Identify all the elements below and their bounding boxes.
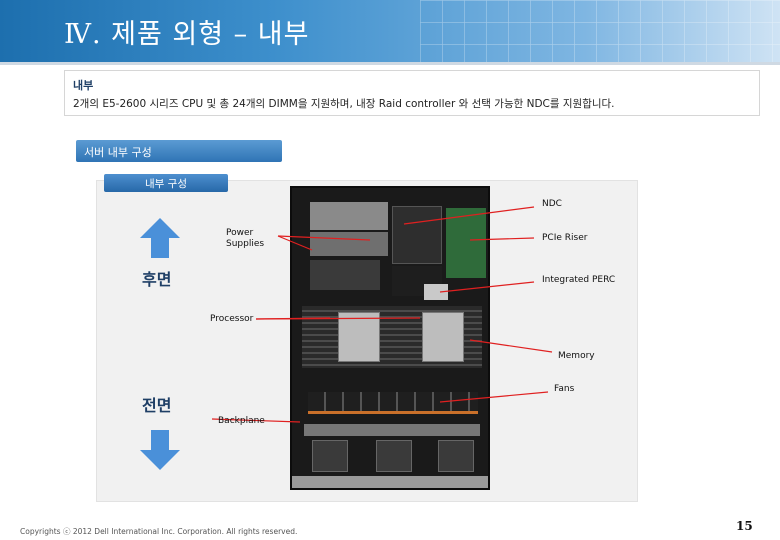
callout-power-supplies-line2: Supplies [226,239,265,249]
power-supply-2 [310,232,388,256]
drive-bay-3 [438,440,474,472]
callout-integrated-perc: Integrated PERC [542,275,616,285]
callout-ndc: NDC [542,199,562,209]
description-heading: 내부 [73,79,94,92]
callout-backplane: Backplane [218,416,265,426]
panel-tab: 내부 구성 [104,174,228,192]
psu-bay [310,260,380,290]
processor-2-heatsink [422,312,464,362]
page-number: 15 [736,519,753,533]
arrow-up-icon [140,218,180,258]
front-bezel [292,476,488,488]
description-text: 2개의 E5-2600 시리즈 CPU 및 총 24개의 DIMM을 지원하며,… [73,98,615,110]
banner-divider [0,62,780,65]
fan-row [308,392,478,414]
rear-label: 후면 [142,270,172,289]
front-label: 전면 [142,396,172,415]
power-supply-1 [310,202,388,230]
ndc-board [446,208,486,278]
drive-bay-1 [312,440,348,472]
perc-controller [424,284,448,300]
callout-processor: Processor [210,314,254,324]
arrow-down-icon [140,430,180,470]
banner-grid-pattern [420,0,780,62]
processor-1-heatsink [338,312,380,362]
callout-pcie-riser: PCIe Riser [542,233,588,243]
server-internal-image [290,186,490,490]
slide-title: Ⅳ. 제품 외형 – 내부 [64,19,310,50]
copyright-footer: Copyrights ⓒ 2012 Dell International Inc… [20,527,298,536]
backplane-board [304,424,480,436]
description-box: 내부 2개의 E5-2600 시리즈 CPU 및 총 24개의 DIMM을 지원… [64,70,760,116]
callout-memory: Memory [558,351,595,361]
drive-bay-2 [376,440,412,472]
section-tab: 서버 내부 구성 [76,140,282,162]
title-banner: Ⅳ. 제품 외형 – 내부 [0,0,780,62]
callout-power-supplies-line1: Power [226,228,254,238]
riser-card [392,206,442,264]
callout-fans: Fans [554,384,575,394]
